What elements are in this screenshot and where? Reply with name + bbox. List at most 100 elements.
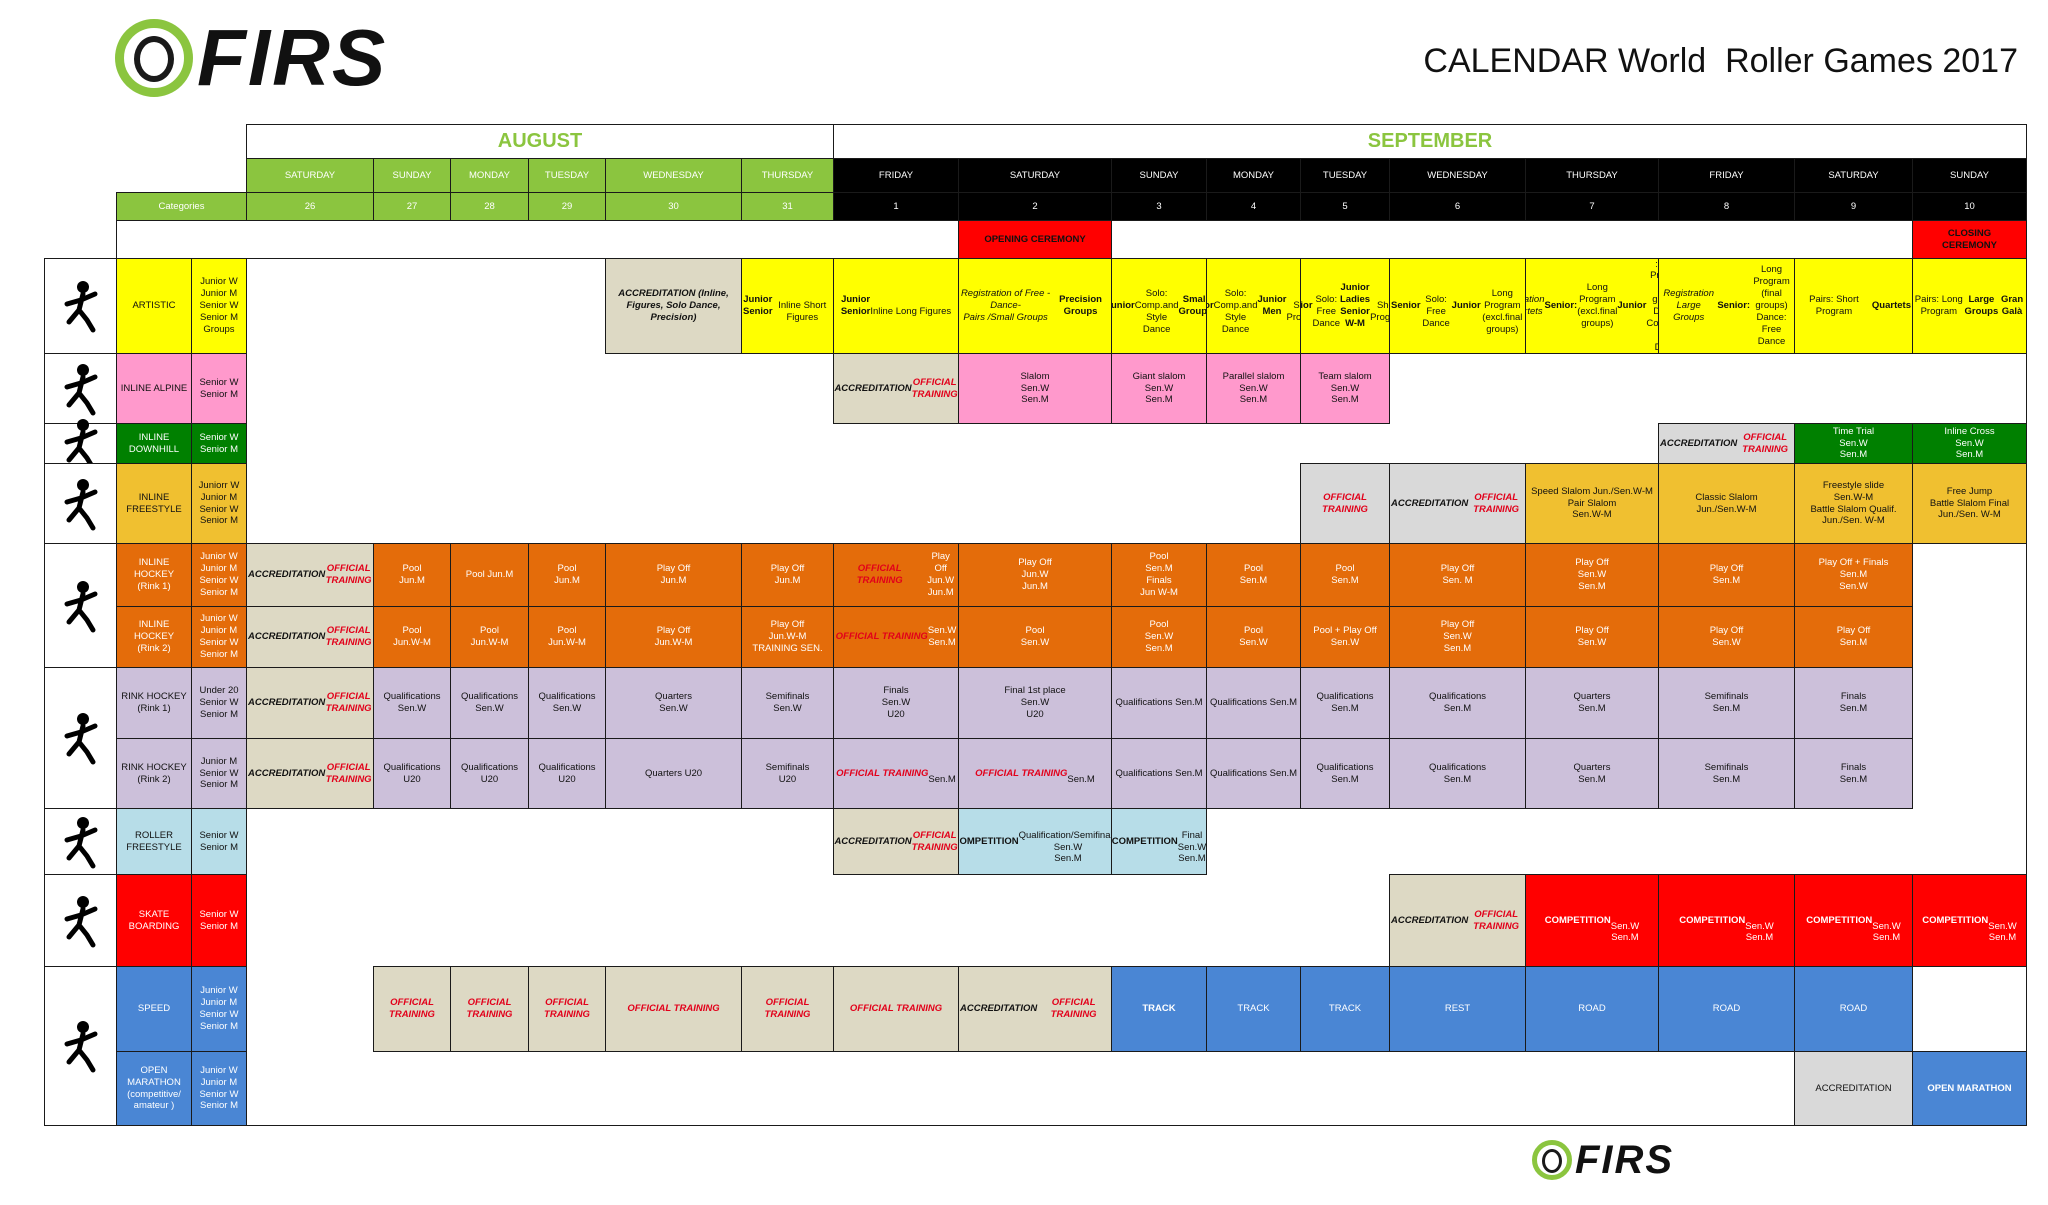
event-cell: OFFICIAL TRAINING [833, 966, 959, 1052]
freestyle-skater-icon [44, 463, 117, 544]
event-cell: Play Off Sen.W Sen.M [1389, 606, 1526, 668]
event-cell: OFFICIAL TRAINING [605, 966, 742, 1052]
day-name: MONDAY [1206, 158, 1301, 193]
day-date: 5 [1300, 192, 1390, 221]
event-cell: ROAD [1525, 966, 1659, 1052]
page-title: CALENDAR World Roller Games 2017 [1423, 42, 2018, 80]
day-date: 29 [528, 192, 606, 221]
empty-slot [246, 966, 374, 1052]
empty-slot [246, 1051, 1795, 1126]
categories-sk: Senior W Senior M [191, 874, 247, 967]
categories-ih2: Junior W Junior M Senior W Senior M [191, 606, 247, 668]
speed-skater-icon [44, 966, 117, 1126]
event-cell: Qualifications Sen.W [373, 667, 451, 739]
empty-slot [1912, 738, 2027, 809]
event-cell: Semifinals U20 [741, 738, 834, 809]
event-cell: ACCREDITATION OFFICIAL TRAINING [246, 738, 374, 809]
event-cell: Qualifications Sen.M [1300, 738, 1390, 809]
event-cell: ACCREDITATION OFFICIAL TRAINING [1389, 874, 1526, 967]
event-cell: Pool Sen.M Finals Jun W-M [1111, 543, 1207, 607]
event-cell: COMPETITION Sen.W Sen.M [1525, 874, 1659, 967]
event-cell: ACCREDITATION [1794, 1051, 1913, 1126]
opening-ceremony: OPENING CEREMONY [958, 220, 1112, 259]
firs-ring-icon [115, 19, 193, 97]
day-date: 30 [605, 192, 742, 221]
blank-row [1111, 220, 1913, 259]
event-cell: ROAD [1794, 966, 1913, 1052]
event-cell: Quarters Sen.M [1525, 667, 1659, 739]
event-cell: Pool Jun.W-M [373, 606, 451, 668]
event-cell: Qualifications Sen.M [1111, 738, 1207, 809]
categories-om: Junior W Junior M Senior W Senior M [191, 1051, 247, 1126]
discipline-ih1: INLINE HOCKEY (Rink 1) [116, 543, 192, 607]
categories-ih1: Junior W Junior M Senior W Senior M [191, 543, 247, 607]
day-name: FRIDAY [1658, 158, 1795, 193]
discipline-freestyle: INLINE FREESTYLE [116, 463, 192, 544]
event-cell: Junior Senior Inline Long Figures [833, 258, 959, 354]
event-cell: OFFICIAL TRAINING [528, 966, 606, 1052]
event-cell: Parallel slalom Sen.W Sen.M [1206, 353, 1301, 424]
firs-logo: FIRS [115, 18, 387, 98]
day-name: WEDNESDAY [605, 158, 742, 193]
downhill-skater-icon [44, 418, 117, 470]
event-cell: Registration of Quartets Senior:Long Pro… [1525, 258, 1659, 354]
day-name: WEDNESDAY [1389, 158, 1526, 193]
event-cell: OFFICIAL TRAINING [1300, 463, 1390, 544]
month-august: AUGUST [246, 124, 834, 159]
event-cell: Qualifications Sen.M [1389, 738, 1526, 809]
day-name: SUNDAY [1111, 158, 1207, 193]
day-date: 6 [1389, 192, 1526, 221]
day-date: 2 [958, 192, 1112, 221]
event-cell: OFFICIAL TRAINING [741, 966, 834, 1052]
day-name: SATURDAY [246, 158, 374, 193]
discipline-om: OPEN MARATHON (competitive/ amateur ) [116, 1051, 192, 1126]
event-cell: Pool Jun.W-M [528, 606, 606, 668]
event-cell: ACCREDITATION OFFICIAL TRAINING [246, 606, 374, 668]
empty-slot [246, 353, 834, 424]
skateboarding-icon [44, 874, 117, 967]
event-cell: Play Off Sen.W Sen.M [1525, 543, 1659, 607]
event-cell: Speed Slalom Jun./Sen.W-M Pair Slalom Se… [1525, 463, 1659, 544]
event-cell: Registration of Free - Dance- Pairs /Sma… [958, 258, 1112, 354]
event-cell: Junior Solo: Free Dance Junior Ladies Se… [1300, 258, 1390, 354]
discipline-artistic: ARTISTIC [116, 258, 192, 354]
event-cell: Team slalom Sen.W Sen.M [1300, 353, 1390, 424]
event-cell: Quarters U20 [605, 738, 742, 809]
empty-slot [246, 423, 1659, 464]
discipline-alpine: INLINE ALPINE [116, 353, 192, 424]
discipline-ih2: INLINE HOCKEY (Rink 2) [116, 606, 192, 668]
event-cell: Pool Sen.W [1206, 606, 1301, 668]
event-cell: TRACK [1111, 966, 1207, 1052]
event-cell: Quarters Sen.M [1525, 738, 1659, 809]
event-cell: Pool Jun.W-M [450, 606, 529, 668]
event-cell: Qualifications Sen.M [1206, 738, 1301, 809]
categories-rh2: Junior M Senior W Senior M [191, 738, 247, 809]
day-name: MONDAY [450, 158, 529, 193]
empty-slot [1912, 966, 2027, 1052]
categories-freestyle: Juniorr W Junior M Senior W Senior M [191, 463, 247, 544]
day-date: 26 [246, 192, 374, 221]
event-cell: OFFICIAL TRAINING Sen.M [833, 738, 959, 809]
day-date: 10 [1912, 192, 2027, 221]
event-cell: Pool Sen.W Sen.M [1111, 606, 1207, 668]
day-name: TUESDAY [1300, 158, 1390, 193]
event-cell: Play Off Sen.W [1658, 606, 1795, 668]
empty-slot [1912, 606, 2027, 668]
categories-speed: Junior W Junior M Senior W Senior M [191, 966, 247, 1052]
event-cell: COMPETITION Sen.W Sen.M [1794, 874, 1913, 967]
event-cell: Play Off Sen.M [1794, 606, 1913, 668]
day-date: 9 [1794, 192, 1913, 221]
event-cell: OFFICIAL TRAINING [373, 966, 451, 1052]
roller-freestyle-icon [44, 808, 117, 875]
month-september: SEPTEMBER [833, 124, 2027, 159]
event-cell: OPEN MARATHON [1912, 1051, 2027, 1126]
event-cell: Pool Sen.W [958, 606, 1112, 668]
event-cell: Play Off Sen.W [1525, 606, 1659, 668]
event-cell: Pairs: Short Program Quartets [1794, 258, 1913, 354]
event-cell: Qualifications Sen.W [450, 667, 529, 739]
day-name: TUESDAY [528, 158, 606, 193]
categories-alpine: Senior W Senior M [191, 353, 247, 424]
discipline-rh1: RINK HOCKEY (Rink 1) [116, 667, 192, 739]
firs-ring-icon [1532, 1140, 1572, 1180]
day-name: SATURDAY [1794, 158, 1913, 193]
